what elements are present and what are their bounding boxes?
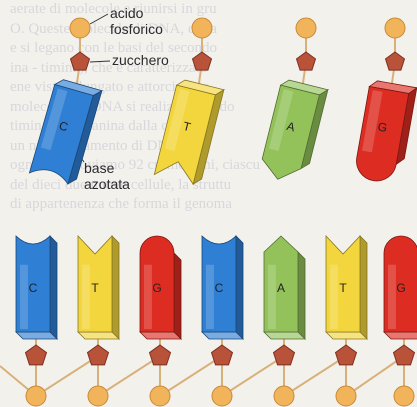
base-block: T (154, 78, 224, 185)
strand-base-guanine-side (174, 253, 181, 339)
backbone-bond (36, 356, 98, 396)
backbone-bond (160, 356, 222, 396)
sugar-pentagon (193, 52, 212, 70)
phosphate-circle (26, 386, 46, 406)
sugar-pentagon (212, 345, 233, 365)
strand-base-thymine-highlight (330, 265, 338, 329)
nucleotide-strand: CTGCATG (0, 236, 417, 406)
strand-base-cytosine-top (16, 332, 57, 339)
phosphate-circle (192, 18, 212, 38)
nucleotide-guanine: G (353, 18, 416, 185)
base-letter: T (91, 281, 99, 295)
phosphate-circle (88, 386, 108, 406)
base-letter: T (339, 281, 347, 295)
base-letter: A (277, 281, 285, 295)
strand-base-thymine-highlight (82, 265, 90, 329)
backbone-bond (346, 356, 404, 396)
label-sugar-text: zucchero (112, 52, 169, 68)
base-letter: C (215, 281, 224, 295)
base-block: G (353, 80, 416, 186)
phosphate-circle (296, 18, 316, 38)
strand-base-cytosine-side (50, 236, 57, 339)
base-block: A (264, 236, 305, 339)
label-sugar: zucchero (112, 52, 169, 68)
strand-base-guanine-highlight (388, 265, 396, 329)
base-guanine-front (353, 87, 408, 185)
base-block: G (140, 236, 181, 339)
phosphate-circle (212, 386, 232, 406)
base-letter: G (396, 281, 405, 295)
sugar-pentagon (336, 345, 357, 365)
base-letter: C (29, 281, 38, 295)
strand-base-adenine-top (264, 332, 305, 339)
phosphate-label-line (90, 14, 108, 24)
strand-base-guanine-top (384, 332, 417, 339)
label-nitrogenous-base: base azotata (84, 160, 130, 192)
strand-base-guanine-top (140, 332, 181, 339)
base-block: G (384, 236, 417, 339)
sugar-pentagon (150, 345, 171, 365)
base-block: T (326, 236, 367, 339)
nucleotide-adenine: A (258, 18, 328, 186)
phosphate-circle (385, 18, 405, 38)
label-phosphoric-acid-text: acido fosforico (110, 5, 163, 37)
strand-base-cytosine-side (236, 236, 243, 339)
strand-base-adenine-highlight (268, 265, 276, 329)
nucleotide-thymine: T (154, 18, 224, 186)
strand-base-thymine-top (326, 332, 367, 339)
backbone-bond (222, 356, 284, 396)
strand-base-cytosine-highlight (206, 265, 214, 329)
base-block: C (202, 236, 243, 339)
strand-nucleotide-guanine: G (384, 236, 417, 406)
sugar-pentagon (386, 52, 405, 70)
sugar-pentagon (71, 52, 90, 70)
phosphate-circle (150, 386, 170, 406)
base-letter: G (152, 281, 161, 295)
base-block: A (258, 78, 328, 185)
label-nitrogenous-base-text: base azotata (84, 160, 130, 192)
strand-base-thymine-top (78, 332, 119, 339)
label-phosphoric-acid: acido fosforico (110, 5, 163, 37)
strand-base-cytosine-top (202, 332, 243, 339)
phosphate-circle (70, 18, 90, 38)
backbone-bond (98, 356, 160, 396)
sugar-pentagon (26, 345, 47, 365)
strand-base-thymine-side (360, 236, 367, 339)
sugar-pentagon (394, 345, 415, 365)
strand-base-guanine-highlight (144, 265, 152, 329)
strand-base-cytosine-highlight (20, 265, 28, 329)
strand-base-adenine-side (298, 252, 305, 339)
phosphate-circle (274, 386, 294, 406)
phosphate-circle (394, 386, 414, 406)
phosphate-circle (336, 386, 356, 406)
sugar-pentagon (297, 52, 316, 70)
sugar-label-line (90, 61, 110, 62)
base-block: C (16, 236, 57, 339)
sugar-pentagon (88, 345, 109, 365)
sugar-pentagon (274, 345, 295, 365)
base-block: T (78, 236, 119, 339)
strand-base-thymine-side (112, 236, 119, 339)
backbone-bond (284, 356, 346, 396)
